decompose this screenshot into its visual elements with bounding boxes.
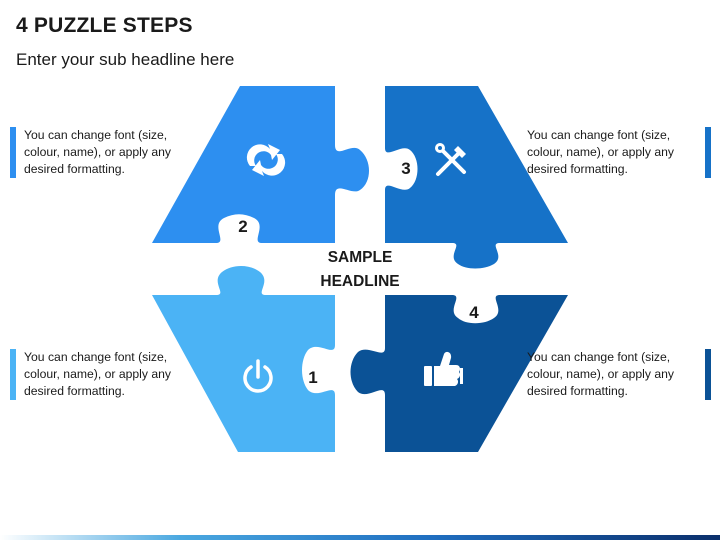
note-bottom-left-text: You can change font (size, colour, name)… [24,350,172,398]
note-accent-bar [705,127,711,178]
refresh-arrows-icon [246,144,286,176]
puzzle-piece-4: 4 [350,295,568,452]
puzzle-piece-3: 3 [385,86,568,269]
power-icon [243,359,273,393]
note-top-right: You can change font (size, colour, name)… [527,127,711,178]
piece-3-number: 3 [401,159,410,178]
note-bottom-left: You can change font (size, colour, name)… [10,349,194,400]
note-bottom-right-text: You can change font (size, colour, name)… [527,350,675,398]
note-top-right-text: You can change font (size, colour, name)… [527,128,675,176]
thumbs-up-icon [424,351,463,386]
footer-gradient-bar [0,535,720,540]
center-headline-line2: HEADLINE [320,273,400,290]
note-bottom-right: You can change font (size, colour, name)… [527,349,711,400]
note-accent-bar [10,349,16,400]
page-title: 4 PUZZLE STEPS [16,14,193,37]
puzzle-piece-1: 1 [152,266,335,452]
page-subtitle: Enter your sub headline here [16,50,235,69]
note-top-left: You can change font (size, colour, name)… [10,127,194,178]
note-top-left-text: You can change font (size, colour, name)… [24,128,172,176]
center-headline: SAMPLE HEADLINE [300,246,420,294]
piece-4-number: 4 [469,303,479,322]
note-accent-bar [10,127,16,178]
piece-1-number: 1 [308,368,317,387]
tools-icon [435,143,466,176]
piece-2-number: 2 [238,217,247,236]
puzzle-piece-2: 2 [152,86,369,243]
center-headline-line1: SAMPLE [327,249,393,266]
note-accent-bar [705,349,711,400]
piece-1-shape [152,266,335,452]
piece-3-shape [385,86,568,269]
